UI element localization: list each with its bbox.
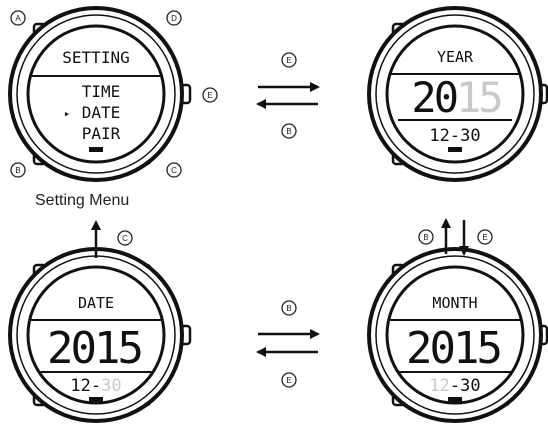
svg-text:B: B (286, 304, 291, 313)
year-value: 2015 (47, 323, 141, 374)
svg-text:E: E (482, 233, 487, 242)
watch-screen (26, 24, 166, 164)
date-subline: 12-30 (70, 376, 121, 396)
day-part-blinking: 30 (101, 376, 121, 396)
arrow-badge-e-bottom: E (281, 372, 297, 388)
svg-text:E: E (286, 376, 291, 385)
battery-icon (89, 147, 103, 152)
day-part: -30 (450, 376, 481, 396)
arrow-badge-b-right: B (418, 229, 434, 245)
button-badge-a: A (10, 10, 26, 26)
battery-icon (448, 397, 462, 402)
svg-text:E: E (207, 91, 212, 100)
arrow-badge-e-right: E (477, 229, 493, 245)
menu-item-time: TIME (82, 82, 121, 101)
svg-text:C: C (171, 166, 177, 175)
year-watch: YEAR 2015 12-30 (367, 6, 548, 182)
screen-header: MONTH (432, 294, 477, 312)
svg-text:B: B (15, 166, 20, 175)
screen-header: SETTING (62, 48, 129, 67)
date-subline: 12-30 (429, 376, 480, 396)
button-badge-e: E (202, 87, 218, 103)
date-watch: DATE 2015 12-30 (8, 247, 192, 423)
screen-header: YEAR (437, 48, 474, 66)
year-value-blinking: 15 (456, 73, 501, 122)
year-value: 2015 (406, 323, 500, 374)
watch-screen (26, 265, 166, 405)
menu-watch: SETTING TIME ▸ DATE PAIR (8, 6, 192, 182)
date-subline: 12-30 (429, 126, 480, 146)
svg-text:C: C (122, 234, 128, 243)
arrow-badge-b-top: B (281, 123, 297, 139)
svg-text:B: B (286, 127, 291, 136)
month-part: 12- (70, 376, 101, 396)
month-watch: MONTH 2015 12-30 (367, 247, 548, 423)
screen-header: DATE (78, 294, 114, 312)
arrow-badge-c-left: C (117, 230, 133, 246)
battery-icon (89, 397, 103, 402)
menu-item-pair: PAIR (82, 124, 121, 143)
year-value-fixed: 20 (411, 73, 456, 122)
button-badge-c: C (166, 162, 182, 178)
arrow-badge-e-top: E (281, 52, 297, 68)
menu-item-date: DATE (82, 103, 121, 122)
battery-icon (448, 147, 462, 152)
setting-menu-caption: Setting Menu (35, 192, 129, 209)
month-part-blinking: 12 (429, 376, 449, 396)
watch-screen (385, 265, 525, 405)
cursor-icon: ▸ (64, 107, 71, 120)
svg-text:A: A (15, 14, 21, 23)
watch-screen (385, 24, 525, 164)
arrow-badge-b-bottom: B (281, 300, 297, 316)
svg-text:D: D (171, 14, 177, 23)
button-badge-d: D (166, 10, 182, 26)
svg-text:E: E (286, 56, 291, 65)
year-value: 2015 (411, 73, 500, 122)
svg-text:B: B (423, 233, 428, 242)
button-badge-b: B (10, 162, 26, 178)
